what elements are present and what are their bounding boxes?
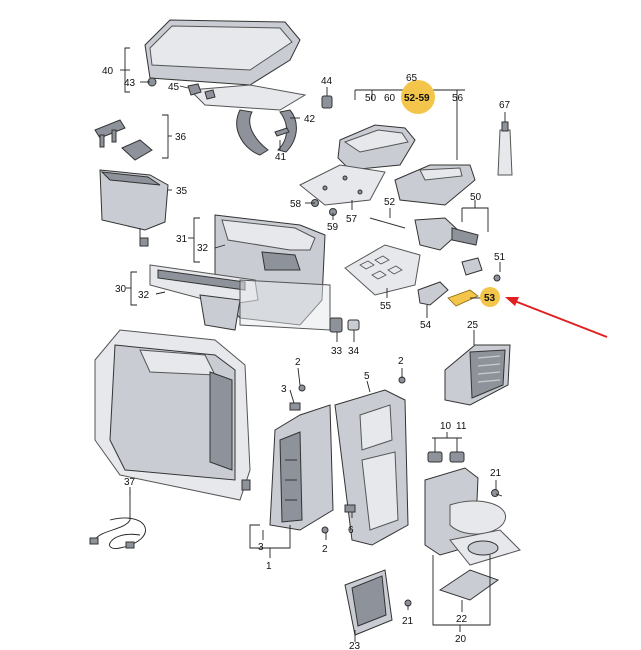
clip-54[interactable] [417, 281, 449, 306]
callout-40[interactable]: 40 [102, 66, 114, 77]
leader-lines [120, 47, 506, 642]
callout-50-top[interactable]: 50 [365, 93, 377, 104]
callout-3-a[interactable]: 3 [281, 384, 287, 395]
callout-2-a[interactable]: 2 [295, 357, 301, 368]
callout-1[interactable]: 1 [266, 561, 272, 572]
armrest-lid[interactable] [144, 19, 301, 86]
adhesive-tube-67[interactable] [497, 121, 513, 176]
callout-11[interactable]: 11 [456, 421, 467, 432]
red-arrow [505, 297, 608, 338]
callout-labels: 40 43 45 42 44 41 36 35 65 50 60 52-59 5… [102, 66, 511, 650]
callout-21-c[interactable]: 21 [402, 616, 414, 627]
callout-30[interactable]: 30 [115, 284, 127, 295]
callout-58[interactable]: 58 [290, 199, 302, 210]
callout-32-upper[interactable]: 32 [197, 243, 209, 254]
callout-35[interactable]: 35 [176, 186, 188, 197]
callout-33[interactable]: 33 [331, 346, 343, 357]
callout-20[interactable]: 20 [455, 634, 467, 645]
callout-53[interactable]: 53 [484, 293, 496, 304]
callout-21-a[interactable]: 21 [490, 468, 502, 479]
cup-holder-assembly-20[interactable] [424, 467, 521, 566]
hinge-cover-36[interactable] [94, 119, 153, 161]
callout-25[interactable]: 25 [467, 320, 479, 331]
callout-36[interactable]: 36 [175, 132, 187, 143]
callout-10[interactable]: 10 [440, 421, 452, 432]
callout-32-lower[interactable]: 32 [138, 290, 150, 301]
callout-59[interactable]: 59 [327, 222, 339, 233]
callout-51[interactable]: 51 [494, 252, 506, 263]
callout-52[interactable]: 52 [384, 197, 396, 208]
wiring-harness-37[interactable] [89, 490, 146, 549]
rod-52 [369, 217, 406, 229]
callout-6[interactable]: 6 [348, 525, 354, 536]
callout-34[interactable]: 34 [348, 346, 360, 357]
insert-tray-30[interactable] [149, 264, 259, 331]
callout-56[interactable]: 56 [452, 93, 464, 104]
bracket-panel [239, 279, 331, 331]
latch-mechanism[interactable] [414, 217, 479, 251]
small-fasteners-top [147, 77, 333, 137]
callout-41[interactable]: 41 [275, 152, 287, 163]
latch-51[interactable] [461, 257, 501, 282]
armrest-cushion[interactable] [337, 124, 416, 171]
callout-31[interactable]: 31 [176, 234, 188, 245]
callout-45[interactable]: 45 [168, 82, 180, 93]
pad-53-highlighted[interactable] [447, 289, 479, 307]
armrest-frame-56[interactable] [394, 164, 476, 206]
callout-60[interactable]: 60 [384, 93, 396, 104]
lower-tray-23[interactable] [344, 569, 412, 636]
callout-43[interactable]: 43 [124, 78, 136, 89]
callout-22[interactable]: 22 [456, 614, 468, 625]
highlight-markers [401, 80, 500, 307]
callout-42[interactable]: 42 [304, 114, 316, 125]
callout-65[interactable]: 65 [406, 73, 418, 84]
callout-2-b[interactable]: 2 [398, 356, 404, 367]
mount-plate-57[interactable] [299, 164, 386, 206]
cover-plate-22[interactable] [438, 569, 500, 601]
center-frame-5[interactable] [334, 376, 409, 546]
callout-5[interactable]: 5 [364, 371, 370, 382]
air-vent-25[interactable] [444, 344, 511, 406]
storage-tray-35[interactable] [99, 169, 169, 247]
callout-54[interactable]: 54 [420, 320, 432, 331]
callout-55[interactable]: 55 [380, 301, 392, 312]
callout-57[interactable]: 57 [346, 214, 358, 225]
connectors-10-11[interactable] [427, 451, 465, 463]
callout-37[interactable]: 37 [124, 477, 136, 488]
bracket-frame-1[interactable] [241, 384, 356, 534]
callout-67[interactable]: 67 [499, 100, 511, 111]
callout-2-c[interactable]: 2 [322, 544, 328, 555]
switches-33-34[interactable] [329, 317, 360, 333]
callout-3-b[interactable]: 3 [258, 542, 264, 553]
base-plate-55[interactable] [344, 244, 421, 296]
callout-52-59[interactable]: 52-59 [404, 93, 430, 104]
callout-23[interactable]: 23 [349, 641, 361, 650]
console-body-outline [94, 329, 251, 501]
callout-50-right[interactable]: 50 [470, 192, 482, 203]
callout-44[interactable]: 44 [321, 76, 333, 87]
